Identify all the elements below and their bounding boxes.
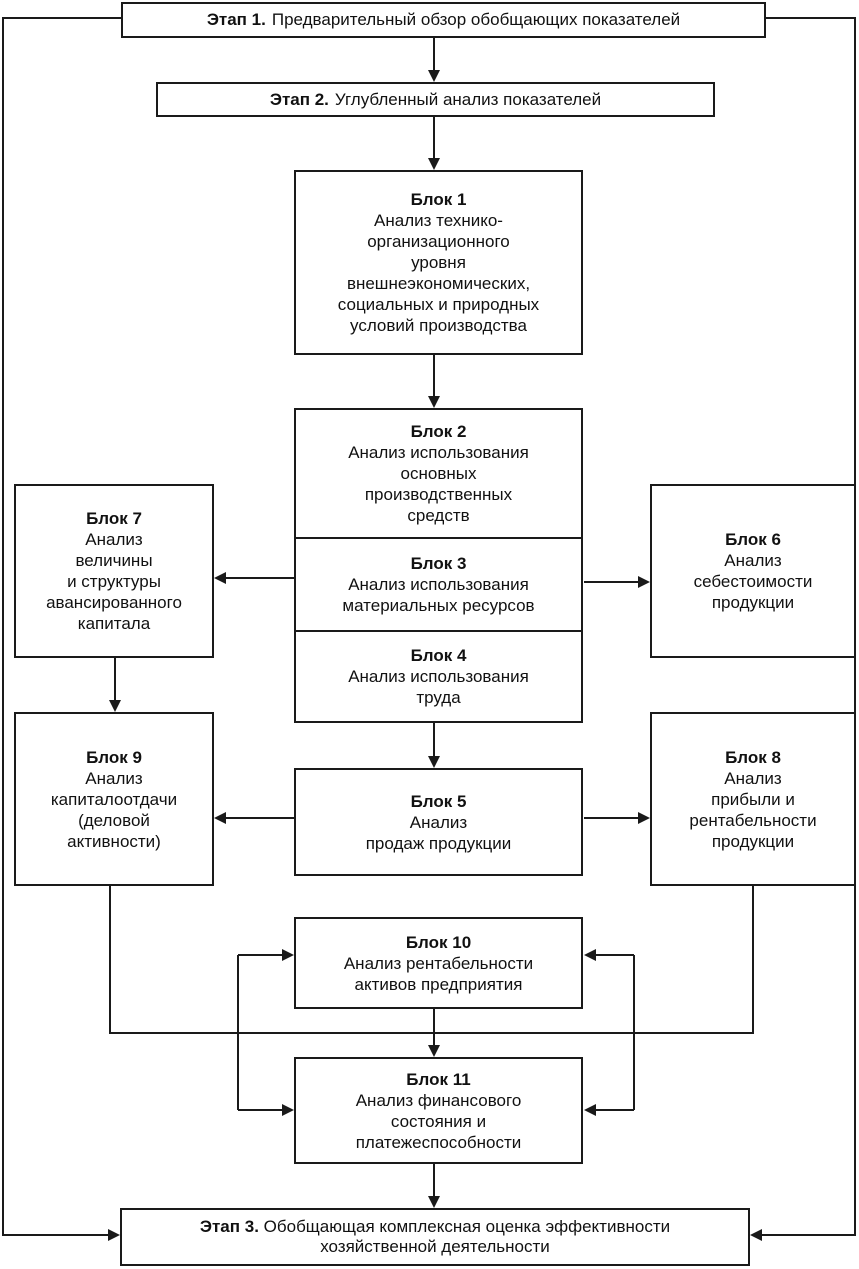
block-8-title: Блок 8: [725, 747, 781, 767]
stage-2-text: Углубленный анализ показателей: [334, 89, 602, 109]
arrowhead-b1-b2: [428, 396, 440, 408]
arrowhead-stage2-b1: [428, 158, 440, 170]
block-6-title: Блок 6: [725, 530, 781, 549]
block-11-text: Анализ финансового состояния и платежесп…: [355, 1090, 522, 1152]
block-10-title: Блок 10: [405, 932, 472, 952]
stage-3-line-1: Этап 3. Обобщающая комплексная оценка эф…: [200, 1217, 670, 1237]
block-9-title: Блок 9: [86, 747, 142, 767]
stage-2-box: Этап 2. Углубленный анализ показателей: [156, 82, 715, 117]
block-7: Блок 7 Анализ величины и структуры аванс…: [14, 484, 214, 658]
stage-3-text: Обобщающая комплексная оценка эффективно…: [263, 1217, 671, 1236]
block-6: Блок 6 Анализ себестоимости продукции: [650, 484, 856, 658]
block-7-text: Анализ величины и структуры авансированн…: [46, 530, 182, 633]
block-9: Блок 9 Анализ капиталоотдачи (деловой ак…: [14, 712, 214, 886]
stage-2-title: Этап 2.: [269, 89, 329, 109]
block-9-text: Анализ капиталоотдачи (деловой активност…: [50, 768, 178, 851]
block-6-text: Анализ себестоимости продукции: [693, 551, 813, 612]
arrowhead-b3-b6: [638, 576, 650, 588]
arrowhead-outer-left: [108, 1229, 120, 1241]
stage-3-box: Этап 3. Обобщающая комплексная оценка эф…: [120, 1208, 750, 1266]
block-11: Блок 11 Анализ финансового состояния и п…: [294, 1057, 583, 1164]
arrowhead-stage1-stage2: [428, 70, 440, 82]
block-4-text: Анализ использования труда: [348, 667, 529, 707]
block-5: Блок 5 Анализ продаж продукции: [294, 768, 583, 876]
arrowhead-b5-b9: [214, 812, 226, 824]
line-outer-left: [2, 17, 121, 1236]
block-2-title: Блок 2: [410, 422, 467, 441]
block-2-text: Анализ использования основных производст…: [348, 443, 529, 525]
stage-3-text-2: хозяйственной деятельности: [320, 1237, 550, 1256]
stage-1-box: Этап 1. Предварительный обзор обобщающих…: [121, 2, 766, 38]
block-8-text: Анализ прибыли и рентабельности продукци…: [689, 768, 817, 851]
block-11-title: Блок 11: [406, 1069, 471, 1089]
block-4-title: Блок 4: [410, 646, 467, 665]
arrowhead-left-b10: [282, 949, 294, 961]
block-1-title: Блок 1: [410, 190, 467, 209]
arrowhead-outer-right: [750, 1229, 762, 1241]
arrowhead-b10-b11: [428, 1045, 440, 1057]
block-1-text: Анализ технико- организационного уровня …: [337, 211, 540, 335]
block-7-title: Блок 7: [86, 509, 142, 528]
arrowhead-b5-b8: [638, 812, 650, 824]
block-8: Блок 8 Анализ прибыли и рентабельности п…: [650, 712, 856, 886]
line-b9-merge: [109, 885, 434, 1034]
arrowhead-b3-b7: [214, 572, 226, 584]
block-3-text: Анализ использования материальных ресурс…: [342, 575, 535, 615]
arrowhead-b11-stage3: [428, 1196, 440, 1208]
block-3-title: Блок 3: [410, 554, 467, 573]
block-10-text: Анализ рентабельности активов предприяти…: [343, 953, 534, 994]
block-5-title: Блок 5: [410, 791, 467, 811]
stage-3-title: Этап 3.: [199, 1217, 259, 1236]
block-5-text: Анализ продаж продукции: [365, 812, 512, 853]
arrowhead-left-b11: [282, 1104, 294, 1116]
block-10: Блок 10 Анализ рентабельности активов пр…: [294, 917, 583, 1009]
block-3: Блок 3 Анализ использования материальных…: [294, 537, 583, 632]
block-4: Блок 4 Анализ использования труда: [294, 630, 583, 723]
stage-1-text: Предварительный обзор обобщающих показат…: [271, 10, 681, 29]
arrowhead-right-b11: [584, 1104, 596, 1116]
arrowhead-b7-b9: [109, 700, 121, 712]
arrowhead-b4-b5: [428, 756, 440, 768]
stage-1-title: Этап 1.: [206, 10, 266, 29]
block-1: Блок 1 Анализ технико- организационного …: [294, 170, 583, 355]
arrowhead-right-b10: [584, 949, 596, 961]
block-2: Блок 2 Анализ использования основных про…: [294, 408, 583, 539]
line-b8-merge: [434, 885, 754, 1034]
